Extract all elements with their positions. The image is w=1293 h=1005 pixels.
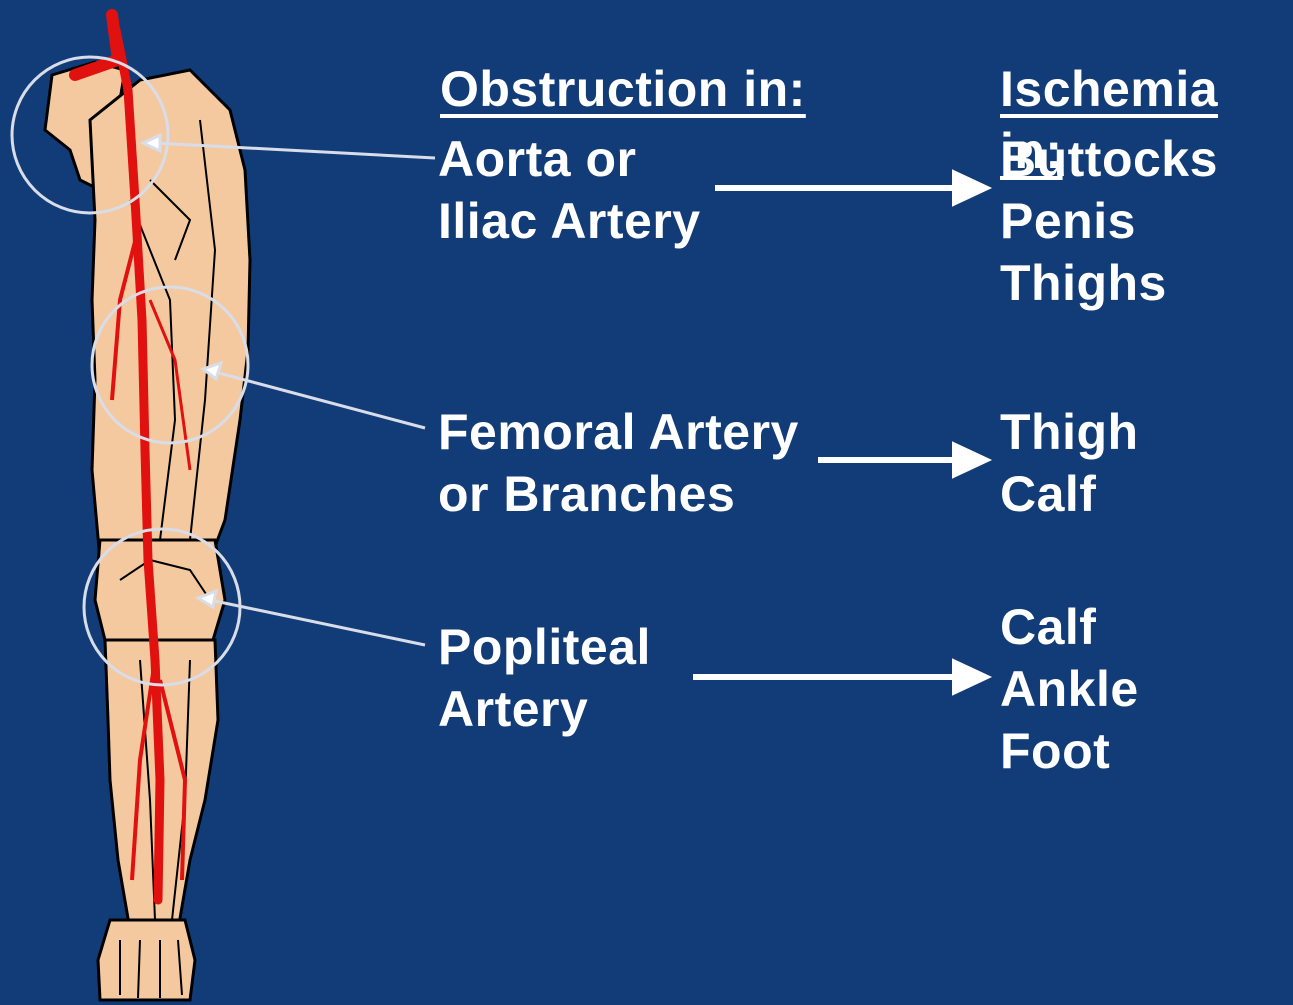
ischemia-aorta-iliac: Buttocks Penis Thighs (1000, 128, 1218, 314)
obstruction-femoral: Femoral Artery or Branches (438, 401, 799, 525)
obstruction-aorta-iliac: Aorta or Iliac Artery (438, 128, 701, 252)
obstruction-popliteal: Popliteal Artery (438, 616, 651, 740)
obstruction-header: Obstruction in: (440, 58, 806, 120)
ischemia-femoral: Thigh Calf (1000, 401, 1139, 525)
ischemia-popliteal: Calf Ankle Foot (1000, 596, 1139, 782)
